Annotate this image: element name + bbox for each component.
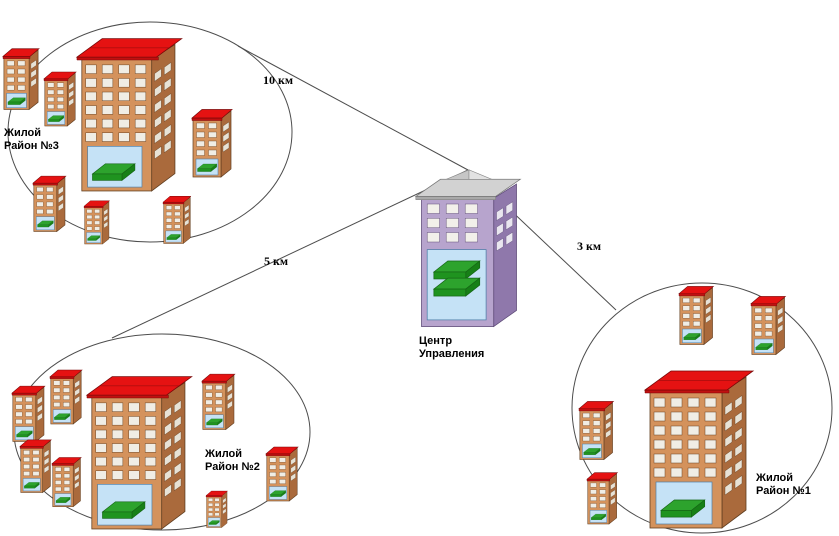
small-building	[192, 110, 232, 178]
small-building	[20, 440, 51, 493]
small-building	[12, 386, 45, 441]
large-building	[87, 377, 192, 529]
district-3-boundary	[7, 21, 293, 243]
label-line: Центр	[419, 335, 453, 347]
small-building	[44, 72, 76, 126]
small-building	[587, 473, 617, 524]
link-district-2	[111, 169, 469, 339]
control-center-label: Центр Управления	[419, 335, 484, 361]
small-building	[163, 196, 191, 243]
large-building	[645, 371, 753, 528]
label-line: Район №1	[756, 485, 811, 497]
distance-label-district-3: 10 км	[263, 73, 294, 87]
small-building	[52, 457, 81, 506]
label-line: Жилой	[4, 127, 42, 139]
small-building	[579, 401, 613, 459]
small-building	[679, 286, 713, 344]
distance-label-district-2: 5 км	[264, 254, 289, 268]
control-center-building	[416, 170, 521, 327]
district-2-label: Жилой Район №2	[205, 448, 260, 474]
label-line: Район №2	[205, 461, 260, 473]
label-line: Управления	[419, 348, 485, 360]
distance-label-district-1: 3 км	[577, 239, 602, 253]
small-building	[50, 370, 82, 424]
district-3-label: Жилой Район №3	[4, 127, 59, 153]
small-building	[206, 491, 228, 527]
small-building	[3, 49, 39, 110]
small-building	[84, 201, 110, 244]
label-line: Жилой	[756, 472, 794, 484]
large-building	[77, 39, 182, 191]
small-building	[202, 374, 235, 429]
small-building	[751, 296, 785, 354]
small-building	[266, 447, 298, 501]
small-building	[33, 176, 66, 231]
district-1-label: Жилой Район №1	[756, 472, 811, 498]
link-district-3	[237, 45, 469, 171]
district-1	[579, 286, 785, 528]
label-line: Жилой	[205, 448, 243, 460]
district-1-boundary	[571, 282, 833, 534]
label-line: Район №3	[4, 140, 59, 152]
